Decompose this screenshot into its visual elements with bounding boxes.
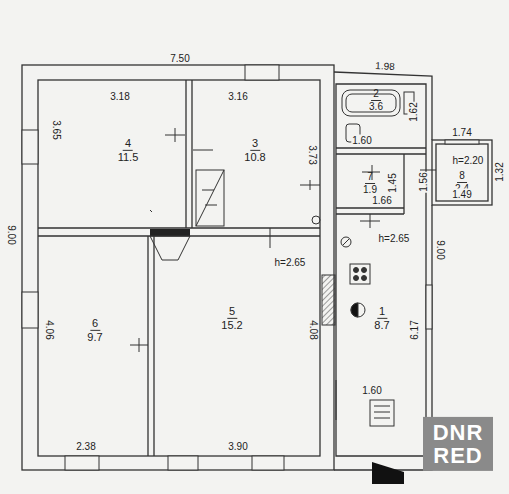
stove bbox=[150, 170, 320, 260]
room-number: 1 bbox=[377, 305, 387, 319]
porch-inner-wall bbox=[436, 144, 488, 201]
boiler bbox=[351, 303, 365, 317]
door-mark bbox=[336, 380, 337, 420]
windows bbox=[22, 65, 479, 470]
dimension-label: h=2.20 bbox=[452, 155, 485, 166]
room-number: 2 bbox=[371, 88, 381, 101]
dimension-label: h=2.65 bbox=[378, 233, 411, 244]
room-label: 515.2 bbox=[217, 304, 246, 332]
room-label: 69.7 bbox=[83, 316, 106, 344]
room-number: 4 bbox=[123, 137, 133, 151]
dot bbox=[150, 210, 152, 212]
walls bbox=[22, 65, 492, 470]
stove-body bbox=[150, 236, 190, 260]
boiler-fill bbox=[351, 303, 358, 317]
room-area: 11.5 bbox=[116, 151, 141, 164]
gas-valve-mark bbox=[343, 239, 349, 245]
dimension-label: 1.60 bbox=[351, 135, 372, 146]
kitchen-sink bbox=[370, 400, 394, 426]
dimension-label: 9.00 bbox=[435, 239, 446, 260]
burner bbox=[362, 276, 367, 281]
dimension-label: 7.50 bbox=[169, 53, 190, 64]
chimney-detail bbox=[196, 170, 224, 226]
dimension-label: 2.38 bbox=[75, 441, 96, 452]
room-number: 5 bbox=[227, 305, 237, 319]
dimension-label: 9.00 bbox=[6, 224, 17, 245]
room-number: 7 bbox=[365, 171, 375, 184]
room-label: 23.6 bbox=[365, 87, 387, 113]
annex-outer-wall bbox=[334, 72, 432, 470]
room-label: 310.8 bbox=[240, 136, 269, 164]
window bbox=[252, 456, 284, 470]
dimension-label: 1.32 bbox=[494, 161, 505, 182]
dimension-label: 3.73 bbox=[307, 144, 318, 165]
entry-step bbox=[372, 462, 404, 484]
dimension-label: 3.18 bbox=[109, 91, 130, 102]
dimension-label: 1.62 bbox=[408, 101, 419, 122]
window bbox=[445, 140, 479, 144]
dimension-label: 1.66 bbox=[371, 195, 392, 206]
partition-wall bbox=[336, 148, 426, 154]
fixtures bbox=[341, 90, 414, 426]
door-marks bbox=[130, 128, 436, 420]
door-mark bbox=[360, 214, 380, 228]
porch-outer-wall bbox=[432, 140, 492, 205]
partition-wall bbox=[38, 228, 320, 236]
watermark: DNR RED bbox=[423, 417, 493, 471]
dimension-label: 1.98 bbox=[374, 60, 396, 72]
stove-bar bbox=[150, 229, 190, 236]
chimney bbox=[196, 170, 224, 226]
dimension-label: 1.45 bbox=[387, 172, 398, 193]
gas-valve bbox=[341, 237, 351, 247]
partition-wall bbox=[403, 154, 404, 214]
dimension-label: 6.17 bbox=[409, 319, 420, 340]
annex-inner-wall bbox=[336, 84, 426, 456]
dimension-label: 3.90 bbox=[227, 441, 248, 452]
meter bbox=[312, 216, 320, 224]
dimension-label: 1.74 bbox=[451, 127, 472, 138]
partition-wall bbox=[186, 80, 192, 228]
kitchen-sink-lines bbox=[374, 406, 390, 418]
room-number: 3 bbox=[250, 137, 260, 151]
room-area: 3.6 bbox=[367, 101, 385, 113]
partition-wall bbox=[148, 236, 154, 456]
door-mark bbox=[165, 128, 185, 142]
dimension-label: 1.60 bbox=[361, 385, 382, 396]
dimension-label: 3.16 bbox=[227, 91, 248, 102]
window bbox=[22, 130, 38, 164]
door-mark bbox=[270, 228, 271, 248]
burner bbox=[354, 268, 359, 273]
door-mark bbox=[130, 338, 148, 352]
dimension-label: 1.56 bbox=[418, 171, 429, 192]
room-area: 10.8 bbox=[242, 151, 267, 164]
outer-wall bbox=[22, 65, 334, 470]
cooker bbox=[350, 264, 370, 284]
dimension-label: 4.06 bbox=[44, 319, 55, 340]
door-mark bbox=[300, 180, 320, 190]
window bbox=[22, 292, 38, 328]
window bbox=[168, 456, 198, 470]
room-area: 9.7 bbox=[85, 331, 104, 344]
room-label: 18.7 bbox=[370, 304, 393, 332]
room-area: 1.9 bbox=[361, 184, 379, 196]
door-mark bbox=[193, 150, 213, 151]
room-number: 6 bbox=[90, 317, 100, 331]
room-label: 71.9 bbox=[359, 170, 381, 196]
dimension-label: 3.65 bbox=[51, 119, 62, 140]
window bbox=[426, 285, 432, 329]
partition-wall bbox=[336, 208, 404, 214]
window bbox=[65, 456, 99, 470]
burner bbox=[354, 276, 359, 281]
inner-wall bbox=[38, 80, 320, 456]
room-area: 8.7 bbox=[372, 319, 391, 332]
room-number: 8 bbox=[457, 170, 467, 183]
hatched-wall bbox=[322, 275, 335, 325]
burner bbox=[362, 268, 367, 273]
window bbox=[245, 65, 279, 80]
dimension-label: h=2.65 bbox=[274, 257, 307, 268]
dimension-label: 4.08 bbox=[308, 319, 319, 340]
room-label: 411.5 bbox=[114, 136, 143, 164]
room-area: 15.2 bbox=[219, 319, 244, 332]
dimension-label: 1.49 bbox=[451, 189, 472, 200]
